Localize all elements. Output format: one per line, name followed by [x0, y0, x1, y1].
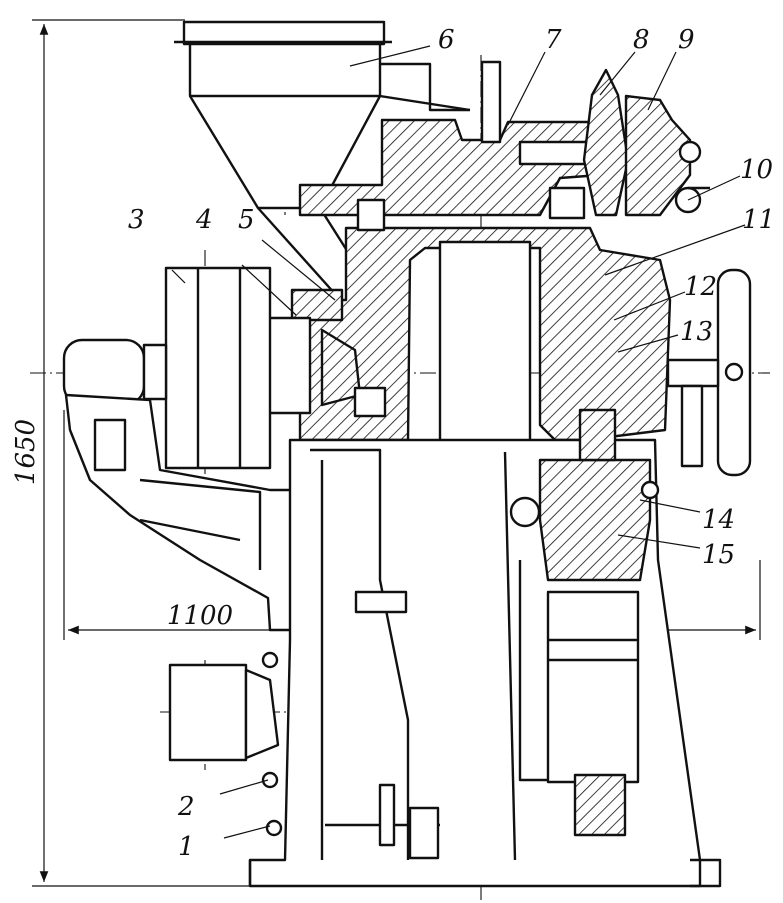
- callout-labels: 1 2 3 4 5 6 7 8 9 10 11 12 13 14 15: [128, 25, 775, 862]
- bracket-arm: [64, 393, 302, 632]
- callout-2: 2: [177, 792, 195, 822]
- callout-9: 9: [678, 25, 695, 55]
- handwheel: [666, 268, 752, 477]
- callout-6: 6: [438, 25, 455, 55]
- linkage: [325, 590, 440, 860]
- pulley-gear: [582, 68, 710, 217]
- callout-11: 11: [742, 205, 775, 235]
- dimension-width-label: 1100: [167, 601, 233, 631]
- callout-14: 14: [702, 505, 735, 535]
- leader-lines: [171, 45, 746, 839]
- motor: [62, 266, 272, 470]
- callout-13: 13: [680, 317, 713, 347]
- dimension-height-label: 1650: [11, 419, 41, 485]
- callout-4: 4: [195, 205, 213, 235]
- callout-15: 15: [702, 540, 735, 570]
- callout-8: 8: [633, 25, 650, 55]
- lower-motor: [168, 651, 283, 837]
- callout-7: 7: [545, 25, 562, 55]
- lower-drive: [509, 408, 660, 837]
- callout-12: 12: [684, 272, 717, 302]
- callout-10: 10: [740, 155, 773, 185]
- callout-3: 3: [128, 205, 145, 235]
- dimension-height: 1650: [11, 19, 250, 887]
- callout-5: 5: [238, 205, 255, 235]
- callout-1: 1: [178, 832, 195, 862]
